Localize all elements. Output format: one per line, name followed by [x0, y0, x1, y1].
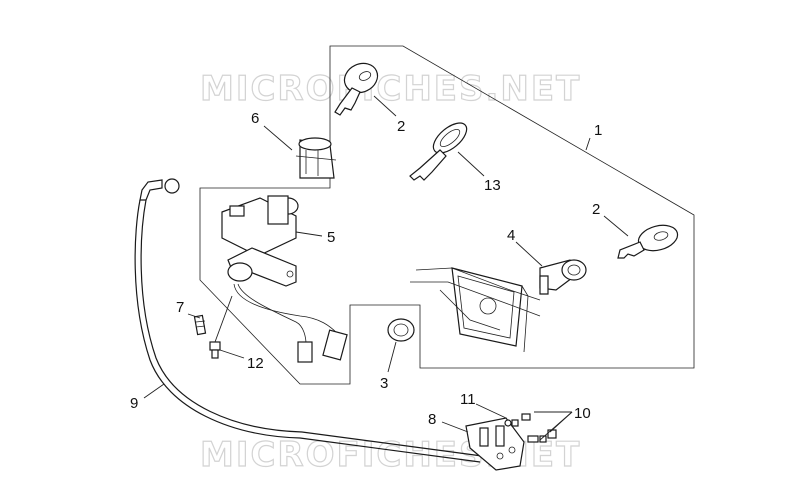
kit-outline	[199, 45, 695, 385]
part-3-nut[interactable]	[387, 318, 415, 342]
part-2-key-right[interactable]	[617, 221, 680, 259]
part-8-latch-plate[interactable]	[465, 417, 525, 471]
leader-2b	[603, 215, 629, 237]
callout-4[interactable]: 4	[507, 227, 515, 244]
part-13-transponder-key[interactable]	[409, 117, 472, 181]
callout-5[interactable]: 5	[327, 229, 335, 246]
leader-13	[457, 151, 485, 177]
callout-12[interactable]: 12	[247, 355, 264, 372]
part-9-cable[interactable]	[134, 178, 483, 463]
leader-4	[515, 241, 543, 267]
leader-1	[585, 137, 591, 151]
leader-10c	[539, 411, 573, 441]
leader-5	[295, 231, 323, 237]
callout-3[interactable]: 3	[380, 375, 388, 392]
callout-2b[interactable]: 2	[592, 201, 600, 218]
callout-7[interactable]: 7	[176, 299, 184, 316]
leader-2a	[373, 95, 397, 117]
leader-11	[475, 403, 507, 419]
leader-9	[143, 383, 165, 399]
watermark-bottom: MICROFICHES.NET	[200, 435, 581, 475]
leader-3	[387, 341, 397, 373]
part-6-cover-cap[interactable]	[295, 137, 337, 179]
leader-7	[187, 313, 201, 319]
callout-11[interactable]: 11	[460, 391, 476, 408]
callout-2a[interactable]: 2	[397, 118, 405, 135]
part-5-ignition-switch[interactable]	[221, 195, 348, 363]
part-11-screw[interactable]	[511, 413, 531, 427]
callout-9[interactable]: 9	[130, 395, 138, 412]
watermark-top: MICROFICHES.NET	[200, 69, 581, 109]
part-7-bolt[interactable]	[193, 314, 207, 336]
leader-6	[263, 125, 293, 151]
part-2-key-top[interactable]	[334, 58, 382, 116]
callout-6[interactable]: 6	[251, 110, 259, 127]
leader-12	[219, 349, 245, 359]
leader-8	[441, 421, 469, 433]
callout-13[interactable]: 13	[484, 177, 501, 194]
callout-10[interactable]: 10	[574, 405, 591, 422]
callout-1[interactable]: 1	[594, 122, 602, 139]
part-12-screw[interactable]	[209, 295, 233, 359]
callout-8[interactable]: 8	[428, 411, 436, 428]
mounting-bracket	[410, 267, 541, 353]
part-4-lock-cylinder[interactable]	[539, 259, 587, 295]
